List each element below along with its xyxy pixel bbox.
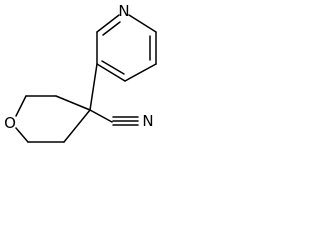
chemical-structure: N O N (4, 2, 157, 143)
nitrile-group (89, 109, 139, 126)
bond-c6-n1-inner (102, 21, 121, 36)
bond-cq-ca (63, 109, 91, 143)
bond-cq-cnitrile (89, 109, 113, 123)
bond-c3-c4 (124, 63, 157, 82)
pyridine-ring (96, 14, 157, 82)
bond-c4-c5-inner (101, 60, 125, 75)
bond-o-cc (15, 95, 27, 117)
tetrahydropyran-ring (15, 95, 91, 143)
oxygen-label: O (4, 114, 16, 132)
bond-c4-c5 (96, 63, 126, 82)
bond-c6-n1 (96, 14, 120, 33)
bond-cb-o (15, 127, 29, 143)
nitrile-nitrogen-label: N (142, 112, 153, 130)
bond-pyridine-quaternary (89, 63, 98, 111)
bond-cd-cq (55, 95, 91, 111)
pyridine-nitrogen-label: N (118, 2, 129, 20)
bond-n1-c2 (128, 14, 157, 33)
